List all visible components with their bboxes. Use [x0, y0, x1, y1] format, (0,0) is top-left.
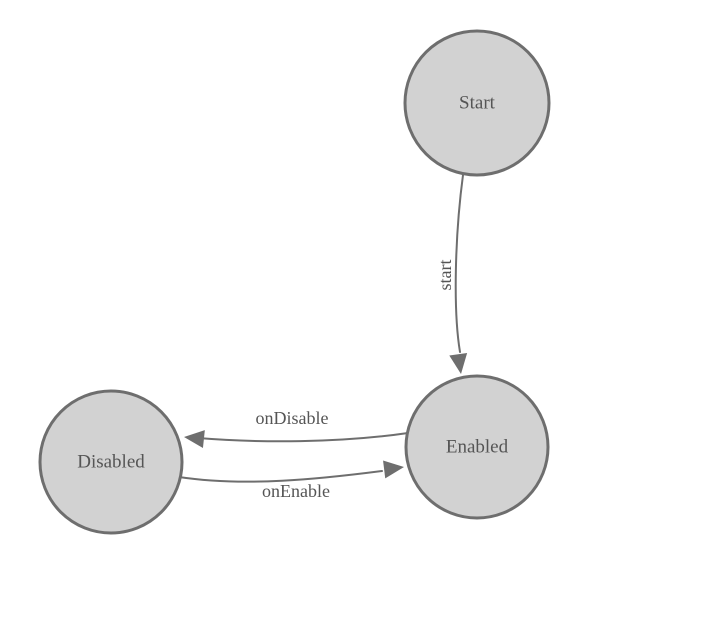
state-node-label-disabled: Disabled	[77, 451, 145, 472]
state-node-label-start: Start	[459, 92, 496, 113]
edge-label-onenable: onEnable	[262, 481, 330, 501]
state-node-label-enabled: Enabled	[446, 436, 509, 457]
arrowhead-icon-enabled-to-disabled	[184, 430, 205, 449]
edge-label-ondisable: onDisable	[256, 408, 329, 428]
edge-path-start-to-enabled[interactable]	[454, 174, 464, 353]
nodes-layer: Start Enabled Disabled	[38, 29, 551, 535]
edge-start-to-enabled[interactable]: start	[435, 174, 470, 375]
state-node-disabled[interactable]: Disabled	[38, 389, 184, 535]
arrowhead-icon-disabled-to-enabled	[383, 460, 404, 479]
arrowhead-icon-start-to-enabled	[449, 352, 468, 374]
edge-disabled-to-enabled[interactable]: onEnable	[178, 458, 405, 501]
edges-layer: start onDisable onEnable	[178, 174, 470, 501]
state-node-circle-disabled[interactable]	[38, 389, 184, 535]
state-node-enabled[interactable]: Enabled	[404, 374, 550, 520]
edge-path-enabled-to-disabled[interactable]	[197, 432, 409, 443]
edge-label-start: start	[435, 260, 455, 291]
edge-path-disabled-to-enabled[interactable]	[178, 470, 383, 483]
edge-enabled-to-disabled[interactable]: onDisable	[183, 408, 409, 449]
state-node-circle-start[interactable]	[403, 29, 551, 177]
state-node-circle-enabled[interactable]	[404, 374, 550, 520]
state-node-start[interactable]: Start	[403, 29, 551, 177]
